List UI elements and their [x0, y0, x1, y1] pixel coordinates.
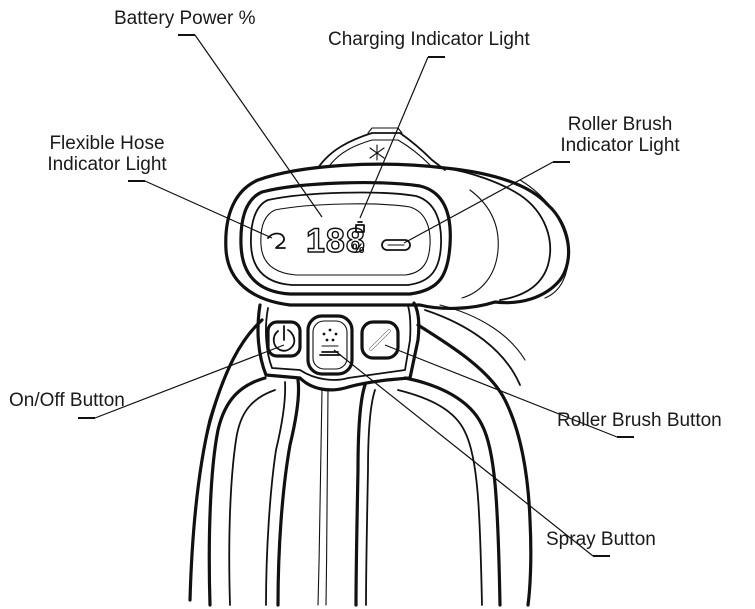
label-flexible-hose-line1: Flexible Hose	[49, 133, 165, 154]
label-flexible-hose-line2: Indicator Light	[47, 154, 167, 175]
roller-brush-button[interactable]	[360, 320, 400, 360]
roller-brush-indicator-icon	[381, 239, 411, 251]
power-icon	[272, 325, 296, 352]
top-cap	[317, 127, 446, 171]
roller-brush-icon	[369, 329, 391, 351]
label-roller-brush-indicator-line2: Indicator Light	[560, 135, 680, 156]
handle-body	[188, 304, 533, 607]
label-roller-brush-indicator: Roller Brush Indicator Light	[552, 114, 688, 156]
label-on-off-button: On/Off Button	[9, 390, 125, 411]
flexible-hose-icon	[267, 232, 286, 249]
label-spray-button: Spray Button	[546, 529, 656, 550]
head-housing	[224, 162, 571, 311]
label-flexible-hose: Flexible Hose Indicator Light	[40, 133, 174, 175]
battery-percent-symbol: %	[352, 240, 365, 256]
spray-icon	[319, 328, 341, 356]
label-battery-power: Battery Power %	[114, 8, 256, 29]
leader-lines	[78, 34, 634, 557]
label-charging-indicator: Charging Indicator Light	[328, 29, 530, 50]
charging-icon	[355, 221, 365, 233]
label-roller-brush-indicator-line1: Roller Brush	[567, 114, 673, 135]
label-roller-brush-button: Roller Brush Button	[557, 410, 722, 431]
power-button[interactable]	[266, 320, 302, 358]
brush-cap-icon	[369, 144, 385, 161]
spray-button[interactable]	[306, 314, 354, 376]
